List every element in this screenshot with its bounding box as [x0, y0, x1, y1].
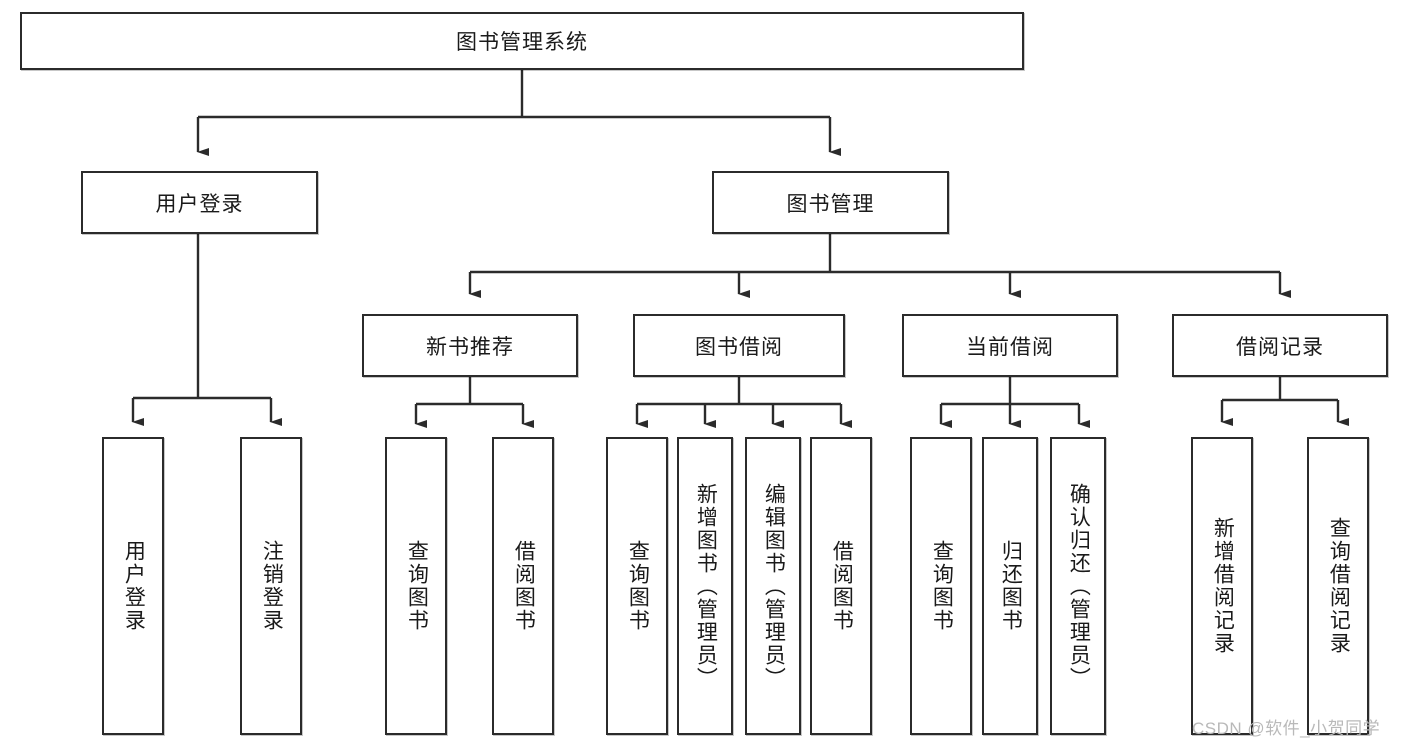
leaf-new-book-query-books[interactable]: 查询图书	[385, 437, 447, 735]
leaf-borrow-record-add-record[interactable]: 新增借阅记录	[1191, 437, 1253, 735]
leaf-book-borrow-query-books[interactable]: 查询图书	[606, 437, 668, 735]
leaf-borrow-record-query-record[interactable]: 查询借阅记录	[1307, 437, 1369, 735]
node-label: 用户登录	[155, 192, 244, 216]
leaf-book-borrow-borrow-books[interactable]: 借阅图书	[810, 437, 872, 735]
node-label: 归还图书	[999, 540, 1023, 632]
node-current-borrow[interactable]: 当前借阅	[902, 314, 1118, 377]
node-user-login[interactable]: 用户登录	[81, 171, 318, 234]
node-label: 查询图书	[405, 540, 429, 632]
node-label: 当前借阅	[966, 335, 1054, 359]
node-label: 编辑图书（管理员）	[762, 482, 786, 690]
node-label: 图书管理	[786, 192, 875, 216]
node-label: 借阅图书	[512, 540, 536, 632]
node-label: 图书借阅	[695, 335, 783, 359]
leaf-book-borrow-edit-book-admin[interactable]: 编辑图书（管理员）	[745, 437, 801, 735]
node-label: 查询图书	[930, 540, 954, 632]
node-label: 新增借阅记录	[1211, 517, 1235, 655]
node-label: 确认归还（管理员）	[1067, 482, 1091, 690]
node-root-book-management-system[interactable]: 图书管理系统	[20, 12, 1024, 70]
leaf-current-borrow-return-books[interactable]: 归还图书	[982, 437, 1038, 735]
node-label: 借阅记录	[1236, 335, 1324, 359]
node-label: 查询借阅记录	[1327, 517, 1351, 655]
node-borrow-record[interactable]: 借阅记录	[1172, 314, 1388, 377]
leaf-user-login-logout[interactable]: 注销登录	[240, 437, 302, 735]
node-label: 注销登录	[260, 540, 284, 632]
node-label: 用户登录	[122, 540, 146, 632]
csdn-watermark: CSDN @软件_小贺同学	[1192, 719, 1381, 738]
leaf-new-book-borrow-books[interactable]: 借阅图书	[492, 437, 554, 735]
leaf-user-login-do-login[interactable]: 用户登录	[102, 437, 164, 735]
node-label: 查询图书	[626, 540, 650, 632]
node-book-management[interactable]: 图书管理	[712, 171, 949, 234]
leaf-book-borrow-add-book-admin[interactable]: 新增图书（管理员）	[677, 437, 733, 735]
node-label: 图书管理系统	[456, 31, 588, 54]
node-label: 借阅图书	[830, 540, 854, 632]
node-label: 新增图书（管理员）	[694, 482, 718, 690]
leaf-current-borrow-confirm-return-admin[interactable]: 确认归还（管理员）	[1050, 437, 1106, 735]
node-new-book-recommend[interactable]: 新书推荐	[362, 314, 578, 377]
node-label: 新书推荐	[426, 335, 514, 359]
node-book-borrow[interactable]: 图书借阅	[633, 314, 845, 377]
leaf-current-borrow-query-books[interactable]: 查询图书	[910, 437, 972, 735]
